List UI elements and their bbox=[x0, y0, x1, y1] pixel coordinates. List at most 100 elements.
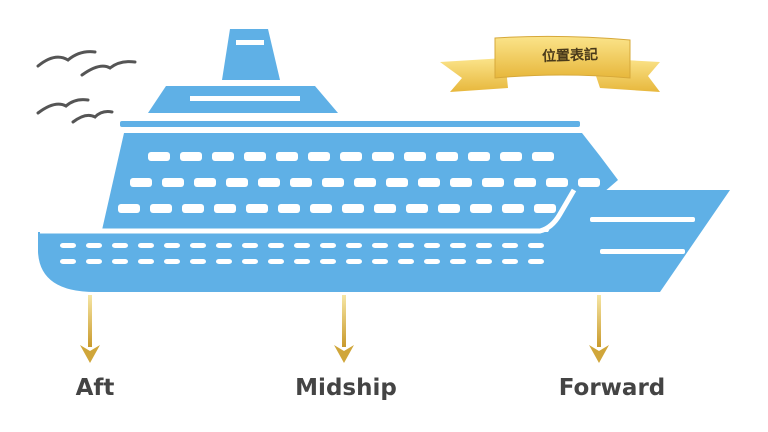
window bbox=[190, 243, 206, 248]
window bbox=[578, 178, 600, 187]
window bbox=[118, 204, 140, 213]
window bbox=[502, 204, 524, 213]
label-forward: Forward bbox=[558, 375, 666, 401]
window bbox=[148, 152, 170, 161]
window bbox=[340, 152, 362, 161]
window bbox=[212, 152, 234, 161]
hull bbox=[38, 190, 730, 292]
window bbox=[86, 259, 102, 264]
window bbox=[534, 204, 556, 213]
window bbox=[372, 152, 394, 161]
birds-group bbox=[36, 50, 137, 124]
window bbox=[258, 178, 280, 187]
window bbox=[290, 178, 312, 187]
top-rail bbox=[120, 121, 580, 127]
bow-window bbox=[600, 249, 685, 254]
window bbox=[308, 152, 330, 161]
window bbox=[450, 259, 466, 264]
window bbox=[374, 204, 396, 213]
window bbox=[112, 243, 128, 248]
window bbox=[346, 243, 362, 248]
window bbox=[398, 243, 414, 248]
bow-window bbox=[590, 217, 695, 222]
window bbox=[546, 178, 568, 187]
window bbox=[194, 178, 216, 187]
bird-icon bbox=[36, 50, 97, 68]
window bbox=[130, 178, 152, 187]
window bbox=[60, 259, 76, 264]
window bbox=[372, 243, 388, 248]
bird-icon bbox=[80, 60, 137, 77]
window bbox=[164, 243, 180, 248]
window bbox=[450, 243, 466, 248]
funnel bbox=[222, 29, 280, 80]
bow-stripe bbox=[40, 188, 577, 234]
window bbox=[182, 204, 204, 213]
window bbox=[320, 243, 336, 248]
window bbox=[242, 243, 258, 248]
label-aft: Aft bbox=[75, 375, 115, 401]
window bbox=[150, 204, 172, 213]
arrow-aft bbox=[80, 295, 100, 363]
window bbox=[436, 152, 458, 161]
window bbox=[138, 259, 154, 264]
window bbox=[406, 204, 428, 213]
window bbox=[60, 243, 76, 248]
window bbox=[276, 152, 298, 161]
window bbox=[502, 243, 518, 248]
position-arrows bbox=[80, 295, 609, 363]
window bbox=[294, 259, 310, 264]
window bbox=[404, 152, 426, 161]
window bbox=[500, 152, 522, 161]
window bbox=[354, 178, 376, 187]
arrow-forward bbox=[589, 295, 609, 363]
banner-title: 位置表記 bbox=[541, 47, 599, 65]
window bbox=[450, 178, 472, 187]
window bbox=[246, 204, 268, 213]
window bbox=[180, 152, 202, 161]
window bbox=[424, 259, 440, 264]
bird-icon bbox=[36, 98, 90, 115]
window bbox=[310, 204, 332, 213]
banner-ribbon bbox=[440, 35, 660, 92]
window bbox=[164, 259, 180, 264]
window bbox=[294, 243, 310, 248]
bird-icon bbox=[71, 110, 114, 124]
window bbox=[268, 243, 284, 248]
window bbox=[322, 178, 344, 187]
window bbox=[268, 259, 284, 264]
window bbox=[528, 243, 544, 248]
window bbox=[514, 178, 536, 187]
window bbox=[424, 243, 440, 248]
window bbox=[112, 259, 128, 264]
windows-group bbox=[60, 152, 600, 264]
window bbox=[278, 204, 300, 213]
window bbox=[418, 178, 440, 187]
window bbox=[398, 259, 414, 264]
window bbox=[242, 259, 258, 264]
window bbox=[468, 152, 490, 161]
arrow-midship bbox=[334, 295, 354, 363]
window bbox=[216, 259, 232, 264]
window bbox=[244, 152, 266, 161]
window bbox=[216, 243, 232, 248]
window bbox=[386, 178, 408, 187]
window bbox=[476, 259, 492, 264]
window bbox=[342, 204, 364, 213]
window bbox=[482, 178, 504, 187]
window bbox=[86, 243, 102, 248]
window bbox=[214, 204, 236, 213]
window bbox=[528, 259, 544, 264]
window bbox=[532, 152, 554, 161]
window bbox=[502, 259, 518, 264]
window bbox=[320, 259, 336, 264]
window bbox=[372, 259, 388, 264]
label-midship: Midship bbox=[295, 375, 397, 401]
window bbox=[226, 178, 248, 187]
window bbox=[162, 178, 184, 187]
window bbox=[190, 259, 206, 264]
window bbox=[476, 243, 492, 248]
window bbox=[438, 204, 460, 213]
